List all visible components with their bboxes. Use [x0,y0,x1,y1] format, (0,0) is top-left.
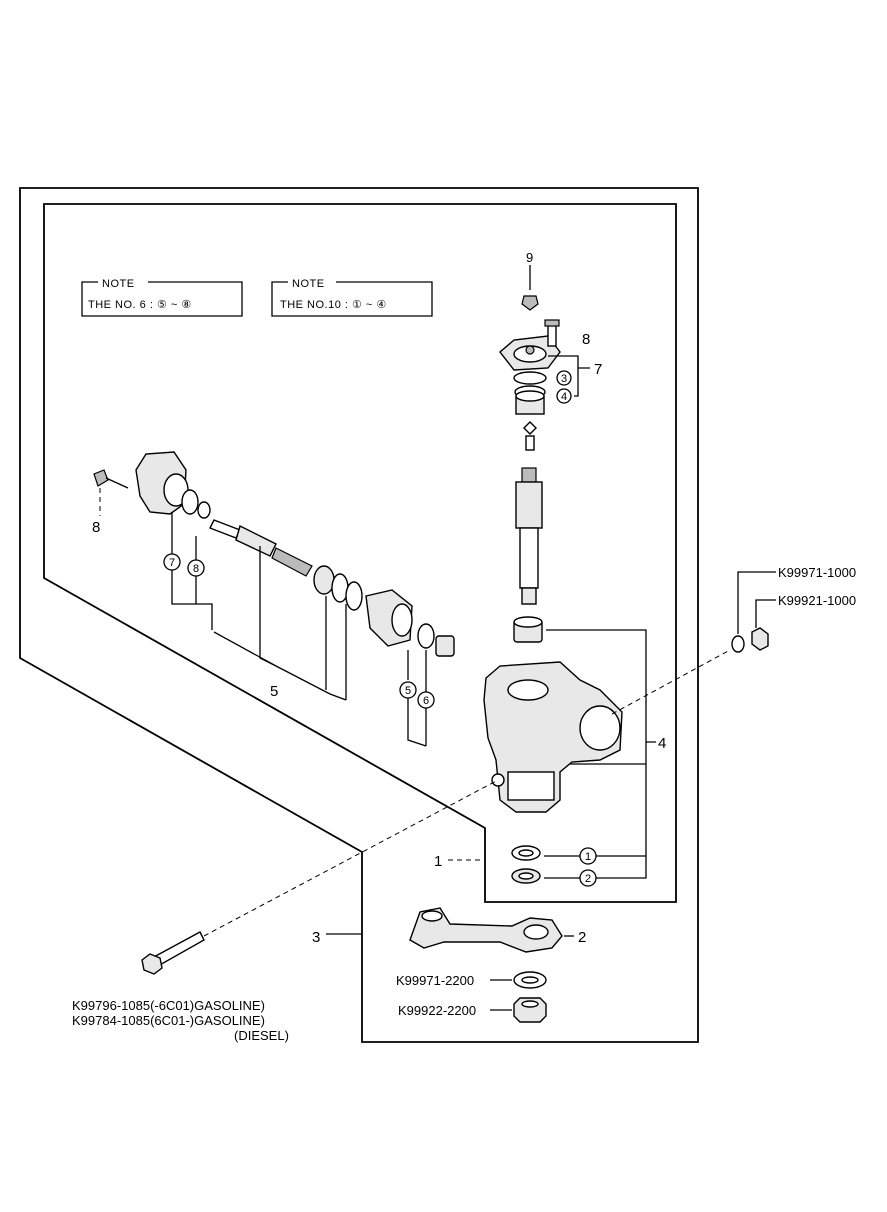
circled-5-label: 5 [405,685,411,697]
circled-6-label: 6 [423,695,429,707]
valve-body [365,589,413,647]
callout-8: 8 [582,331,590,348]
note-2-heading: NOTE [292,278,325,290]
circled-4-top [556,388,572,404]
part-nut: K99922-2200 [398,1003,476,1018]
callout-5: 5 [270,683,278,700]
part-nut-top: K99971-1000 [778,565,856,580]
top-locknut [521,265,539,311]
callout-8-left: 8 [92,519,100,536]
nut-top-right [751,627,769,651]
part-nut-top2: K99921-1000 [778,593,856,608]
callout-9: 9 [526,250,533,265]
circled-1-label: 1 [585,851,591,863]
circled-7-label: 7 [169,557,175,569]
side-bolt-left [93,469,129,489]
seal-left-2 [197,501,211,519]
bearing-left [313,565,335,595]
part-washer: K99971-2200 [396,973,474,988]
inner-frame [43,203,677,903]
outer-frame [19,187,699,1043]
adjust-screw [523,421,537,451]
side-cover [499,335,561,371]
o-ring-left [417,623,435,649]
callout-4: 4 [658,735,666,752]
seal-bottom-1 [511,845,541,861]
circled-3-top [556,370,572,386]
cover-bolt [544,319,560,347]
note-1-heading: NOTE [102,278,135,290]
needle-bearing [513,616,543,643]
washer-top-right [731,635,745,653]
note-box-2: NOTE THE NO.10 : ① ~ ④ [271,278,433,317]
circled-8-label: 8 [193,563,199,575]
bearing-top [515,390,545,415]
worm-shaft [209,519,313,577]
callout-7: 7 [594,361,602,378]
circled-3-label: 3 [561,373,567,385]
valve-housing-left [135,451,189,515]
note-box-1: NOTE THE NO. 6 : ⑤ ~ ⑧ [81,278,243,317]
circled-4-label: 4 [561,391,567,403]
part-bolt-line2: K99784-1085(6C01-)GASOLINE) [72,1013,265,1028]
o-ring-top [513,371,547,385]
note-2-text: THE NO.10 : ① ~ ④ [280,299,387,311]
circled-2-label: 2 [585,873,591,885]
note-1-text: THE NO. 6 : ⑤ ~ ⑧ [88,299,192,311]
callout-2: 2 [578,929,586,946]
seal-bottom-2 [511,868,541,884]
mounting-bolt [141,931,205,975]
lock-washer [513,971,547,989]
ring-left-2 [345,581,363,611]
part-bolt-line1: K99796-1085(-6C01)GASOLINE) [72,998,265,1013]
callout-3: 3 [312,929,320,946]
sector-shaft [515,467,543,605]
end-plug [435,635,455,657]
callout-1: 1 [434,853,442,870]
gear-housing [483,661,623,813]
pitman-nut [513,997,547,1023]
seal-left-1 [181,489,199,515]
part-bolt-line3: (DIESEL) [234,1028,289,1043]
pitman-arm [409,907,563,953]
